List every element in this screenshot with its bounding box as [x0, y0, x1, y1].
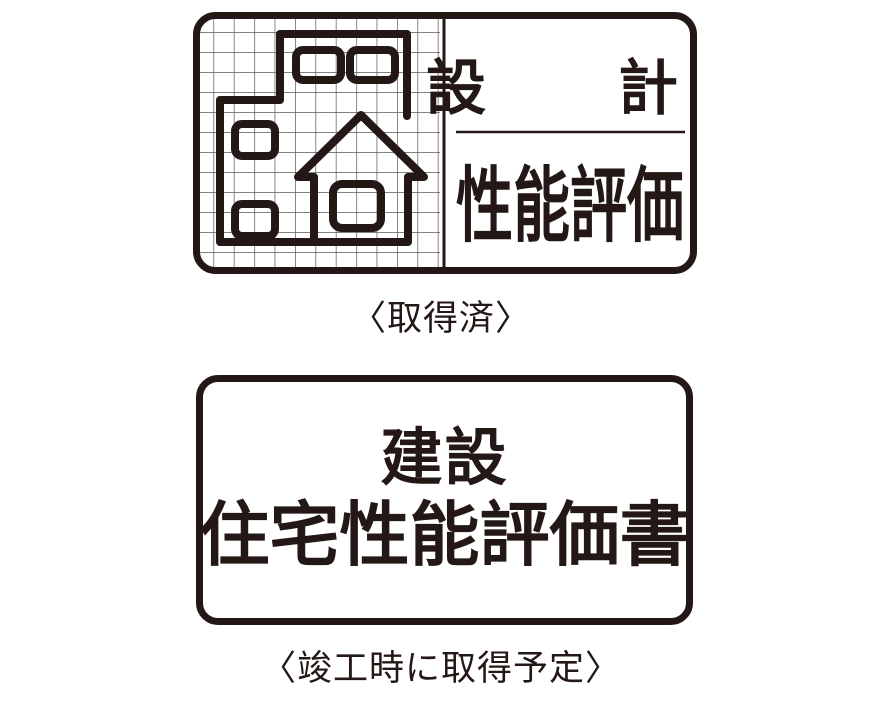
upper-wing-window-right: [346, 46, 399, 84]
left-room-lower: [231, 200, 279, 240]
certificate-line-1: 建設: [380, 425, 509, 493]
certificate-line-2: 住宅性能評価書: [199, 498, 690, 575]
house-window: [329, 180, 385, 232]
design-evaluation-badge-artwork: 設 計 性能評価: [193, 12, 697, 274]
floorplan-outline: [216, 30, 411, 246]
badge-border: [193, 12, 697, 274]
house-outline: [294, 111, 428, 246]
design-badge-heading: 設 計: [426, 56, 697, 122]
upper-wing-window-left: [292, 46, 345, 84]
left-room-upper: [231, 120, 279, 160]
certificate-badge-caption: 〈竣工時に取得予定〉: [260, 649, 621, 688]
design-badge-subheading: 性能評価: [456, 161, 684, 252]
design-evaluation-badge[interactable]: 設 計 性能評価: [193, 12, 697, 274]
certificate-badge[interactable]: 建設 住宅性能評価書: [196, 375, 693, 625]
design-badge-caption: 〈取得済〉: [350, 299, 531, 338]
